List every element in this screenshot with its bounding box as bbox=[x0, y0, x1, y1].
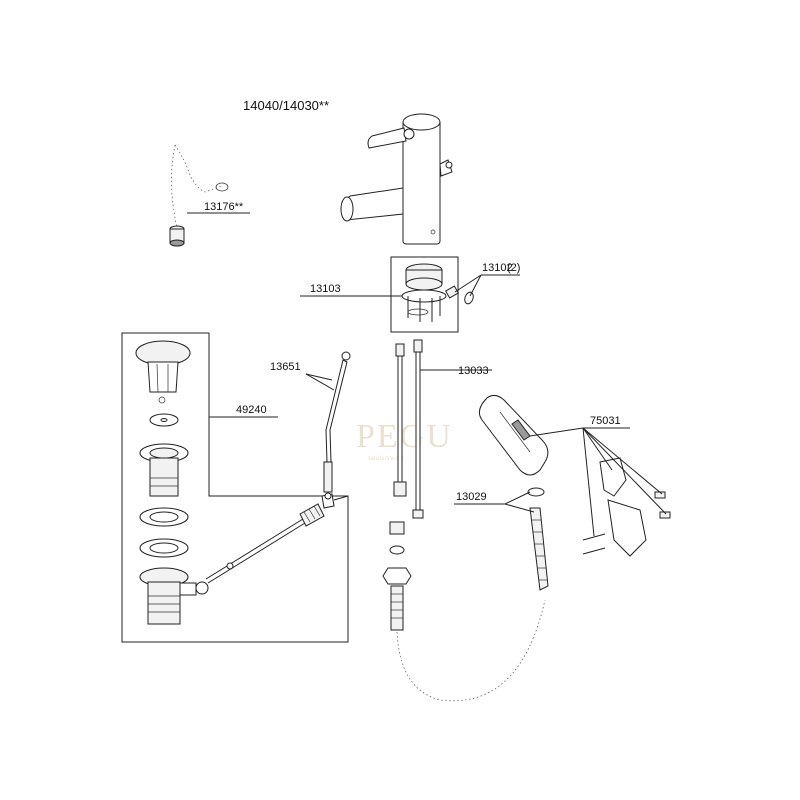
label-rod: 13651 bbox=[270, 361, 301, 373]
label-hose: 13029 bbox=[456, 491, 487, 503]
popup-rod: 13651 bbox=[270, 351, 351, 500]
label-handset-holder: 75031 bbox=[590, 415, 621, 427]
drain-parts bbox=[135, 340, 349, 625]
label-cartridge: 13103 bbox=[310, 283, 341, 295]
label-screw-qty: (2) bbox=[507, 262, 520, 274]
watermark: PEGU sanitaryware bbox=[356, 418, 453, 462]
shower-hose: 13029 bbox=[454, 487, 549, 591]
faucet-body bbox=[340, 113, 453, 245]
supply-hoses: 13033 bbox=[393, 339, 492, 519]
label-drain: 49240 bbox=[236, 404, 267, 416]
watermark-text: PEGU bbox=[356, 418, 453, 455]
drain-box: 49240 bbox=[121, 332, 349, 643]
hand-shower bbox=[478, 394, 549, 476]
diagram-title: 14040/14030** bbox=[243, 98, 329, 113]
label-screw: 13102 bbox=[482, 262, 513, 274]
label-chain: 13176** bbox=[204, 201, 244, 213]
set-screw: 13102 (2) bbox=[444, 262, 520, 305]
hose-connector-stack bbox=[382, 521, 546, 702]
cartridge-assembly: 13103 bbox=[300, 256, 459, 333]
watermark-subtext: sanitaryware bbox=[368, 454, 404, 462]
chain-assembly: 13176** bbox=[169, 144, 250, 247]
shower-holder: 75031 bbox=[529, 415, 671, 557]
label-hoses: 13033 bbox=[458, 365, 489, 377]
